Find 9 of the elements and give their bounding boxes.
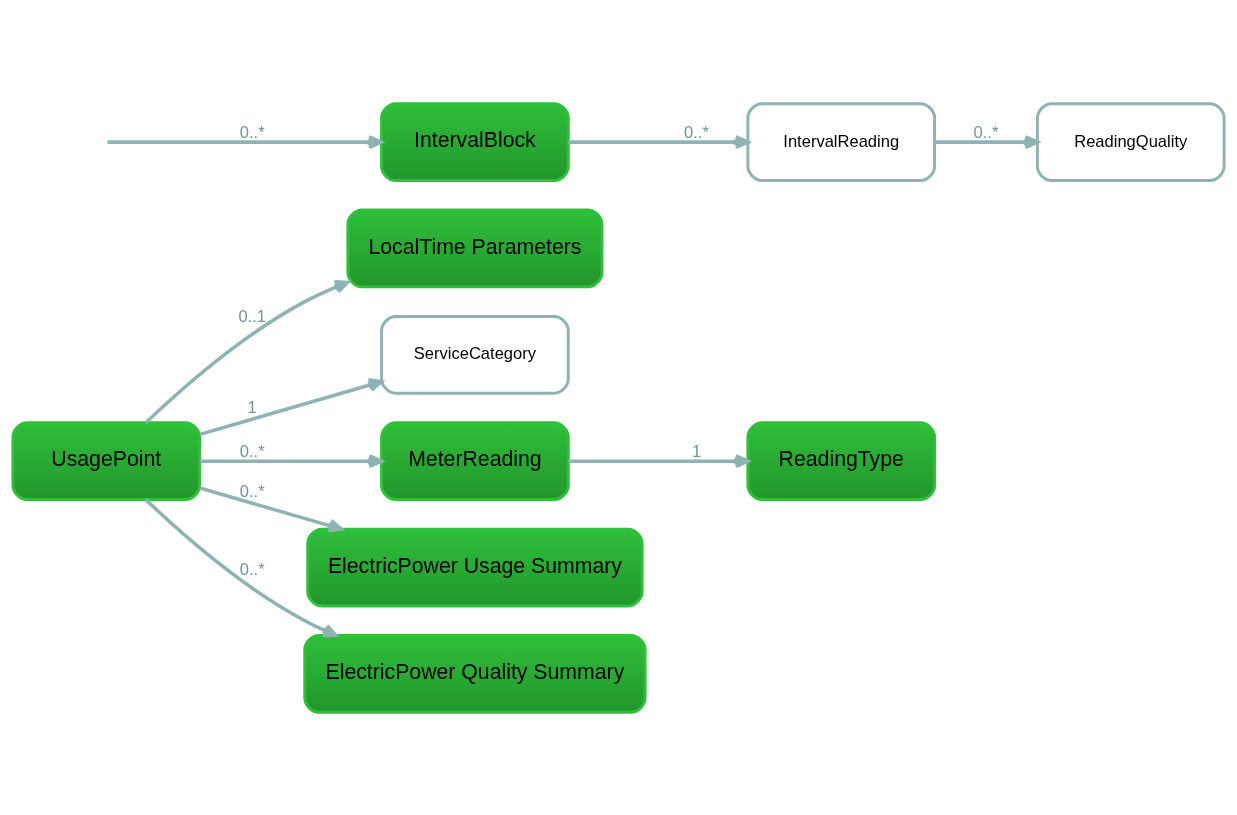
edge-label: 1 bbox=[247, 397, 257, 417]
edge-label: 0..* bbox=[239, 441, 265, 461]
edge-label: 0..* bbox=[684, 122, 709, 142]
edge-label: 0..* bbox=[239, 122, 265, 142]
edge-label: 1 bbox=[691, 441, 702, 461]
edge-label: 0..1 bbox=[238, 306, 266, 326]
edge-label: 0..* bbox=[973, 122, 999, 142]
edge-label: 0..* bbox=[239, 481, 265, 501]
edge-label: 0..* bbox=[239, 559, 265, 579]
